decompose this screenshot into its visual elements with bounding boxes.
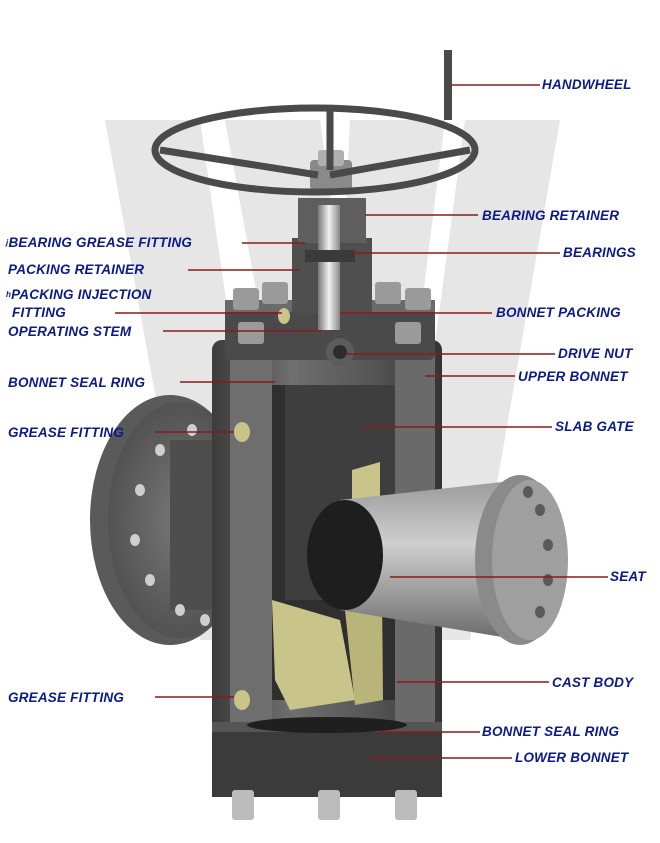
label-cast-body: CAST BODY [552,675,634,690]
label-packing-retainer: PACKING RETAINER [8,262,145,277]
label-lower-bonnet: LOWER BONNET [515,750,629,765]
label-grease-fitting-lower: GREASE FITTING [8,690,125,705]
label-packing-injection-fitting: FITTING [12,305,66,320]
label-drive-nut: DRIVE NUT [558,346,633,361]
label-operating-stem: OPERATING STEM [8,324,132,339]
label-seat: SEAT [610,569,646,584]
handwheel [151,50,479,196]
seat-pipe [307,475,568,645]
label-grease-fitting-upper: GREASE FITTING [8,425,125,440]
label-marker-j: j [6,238,9,247]
label-bearing-retainer: BEARING RETAINER [482,208,620,223]
grease-fittings [234,308,290,710]
label-bearings: BEARINGS [563,245,636,260]
label-packing-injection: hPACKING INJECTION [6,287,152,302]
label-bearing-grease-fitting: jBEARING GREASE FITTING [6,235,192,250]
label-bonnet-seal-ring-upper: BONNET SEAL RING [8,375,146,390]
label-packing-injection-text: PACKING INJECTION [11,287,152,302]
label-bearing-grease-fitting-text: BEARING GREASE FITTING [8,235,193,250]
lower-bonnet [212,717,442,820]
label-upper-bonnet: UPPER BONNET [518,369,628,384]
label-bonnet-seal-ring-lower: BONNET SEAL RING [482,724,620,739]
label-marker-h: h [6,290,12,299]
label-handwheel: HANDWHEEL [542,77,632,92]
leader-lines [115,84,608,759]
label-bonnet-packing: BONNET PACKING [496,305,621,320]
label-slab-gate: SLAB GATE [555,419,634,434]
